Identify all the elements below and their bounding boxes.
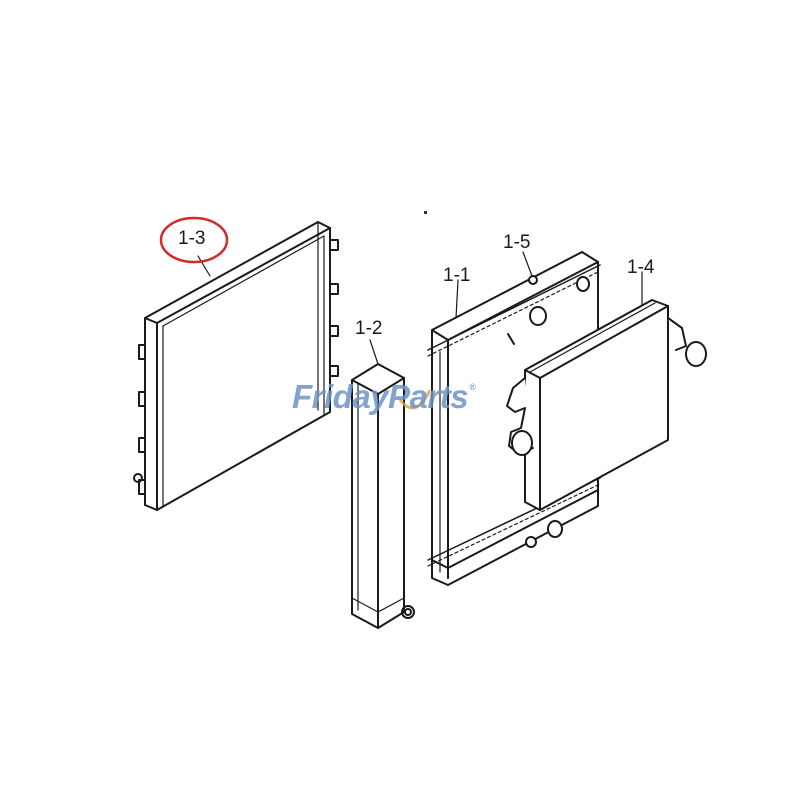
part-label-1-2: 1-2 [355,318,383,339]
part-label-1-1: 1-1 [443,265,471,286]
watermark-text: FridayParts [292,378,469,415]
part-label-1-3: 1-3 [178,228,206,249]
watermark-logo: FridayParts® [292,378,476,416]
registered-mark: ® [469,382,476,392]
part-1-2-drawing [351,339,415,629]
part-1-4-drawing [506,271,707,511]
highlight-circle [159,216,229,264]
part-label-1-5: 1-5 [503,232,531,253]
part-label-1-4: 1-4 [627,257,655,278]
part-1-3-drawing [133,221,339,511]
